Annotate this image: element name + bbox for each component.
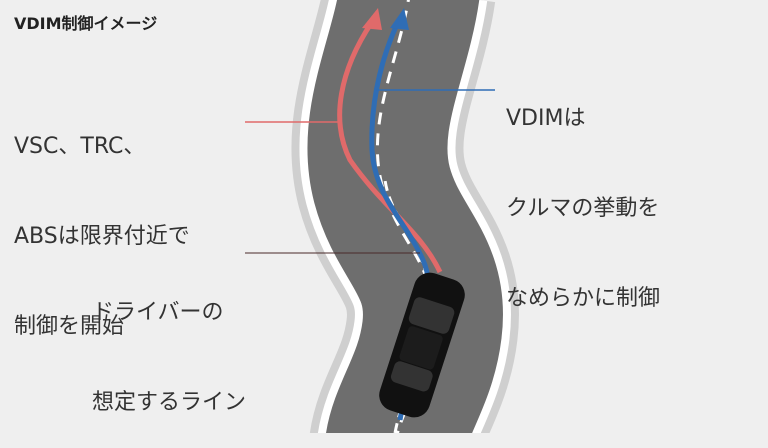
vsc-label: VSC、TRC、 ABSは限界付近で 制御を開始 — [14, 72, 190, 372]
road-center-dashes — [375, 0, 435, 433]
vdim-label-line: VDIMは — [506, 106, 586, 131]
vdim-label-line: クルマの挙動を — [506, 196, 660, 221]
driver-label-line: 想定するライン — [92, 390, 247, 415]
blue-arrow-head — [390, 8, 409, 30]
vsc-label-line: VSC、TRC、 — [14, 134, 146, 159]
vsc-label-line: ABSは限界付近で — [14, 224, 190, 249]
vdim-diagram — [245, 0, 519, 433]
car — [379, 272, 465, 418]
red-arrow-head — [362, 8, 382, 30]
driver-label-line: ドライバーの — [92, 300, 224, 325]
red-control-line — [337, 20, 443, 274]
vsc-label-line: 制御を開始 — [14, 314, 125, 339]
vdim-label-line: なめらかに制御 — [506, 286, 661, 311]
vdim-label: VDIMは クルマの挙動を なめらかに制御 — [506, 44, 660, 344]
diagram-title: VDIM制御イメージ — [14, 14, 158, 33]
driver-label: ドライバーの 想定するライン — [92, 238, 246, 448]
